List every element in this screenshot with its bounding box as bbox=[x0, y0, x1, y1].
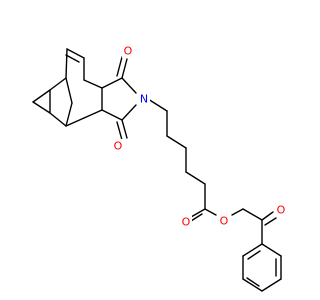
bond bbox=[49, 77, 67, 91]
label-background bbox=[122, 45, 134, 58]
bond bbox=[83, 109, 103, 119]
bond-double-inner bbox=[247, 250, 261, 260]
bond-double-inner bbox=[264, 217, 277, 226]
bond bbox=[242, 278, 263, 292]
bond bbox=[121, 77, 137, 94]
ester-group bbox=[190, 208, 263, 222]
label-background bbox=[275, 203, 287, 216]
bicyclic-cage bbox=[32, 48, 103, 127]
label-background bbox=[112, 139, 124, 152]
bond bbox=[190, 208, 206, 218]
bond bbox=[65, 48, 68, 79]
bond bbox=[65, 102, 73, 127]
bond bbox=[101, 109, 123, 121]
imide-ring bbox=[101, 56, 137, 141]
bond bbox=[121, 119, 128, 139]
ketone-group bbox=[261, 211, 277, 245]
bond bbox=[66, 48, 85, 59]
bond bbox=[32, 101, 51, 114]
bond-double-inner bbox=[65, 54, 80, 63]
bond bbox=[121, 58, 128, 79]
bond-double-inner bbox=[116, 121, 123, 141]
ester-carbonyl-oxygen: O bbox=[182, 216, 191, 229]
ketone-oxygen: O bbox=[277, 204, 286, 217]
label-background bbox=[138, 92, 150, 105]
atom-labels: O N O O O O bbox=[112, 45, 287, 229]
bond bbox=[261, 278, 282, 292]
alkyl-chain bbox=[147, 98, 206, 210]
bond bbox=[101, 77, 123, 89]
bond-double-inner bbox=[116, 56, 123, 77]
bond bbox=[49, 112, 67, 127]
phenyl-ring bbox=[242, 243, 282, 292]
imide-carbonyl-oxygen-bottom: O bbox=[114, 140, 123, 153]
bond bbox=[231, 208, 244, 216]
bond bbox=[147, 98, 168, 112]
bond bbox=[32, 89, 51, 103]
label-background bbox=[180, 215, 192, 228]
bond bbox=[166, 135, 187, 149]
bond bbox=[65, 77, 73, 104]
bond-double-inner bbox=[246, 277, 260, 287]
bond bbox=[83, 79, 103, 89]
bond bbox=[242, 208, 263, 221]
bond bbox=[261, 211, 274, 221]
bond bbox=[261, 243, 282, 257]
bond bbox=[242, 243, 263, 257]
bond bbox=[121, 104, 137, 121]
imide-nitrogen: N bbox=[140, 93, 148, 106]
bond bbox=[204, 208, 217, 216]
label-background bbox=[218, 214, 230, 227]
bond-double-inner bbox=[190, 213, 203, 222]
bond bbox=[65, 117, 85, 127]
imide-carbonyl-oxygen-top: O bbox=[124, 45, 133, 58]
bond bbox=[185, 171, 206, 185]
molecule-diagram: O N O O O O bbox=[32, 45, 287, 292]
ester-oxygen: O bbox=[220, 215, 229, 228]
